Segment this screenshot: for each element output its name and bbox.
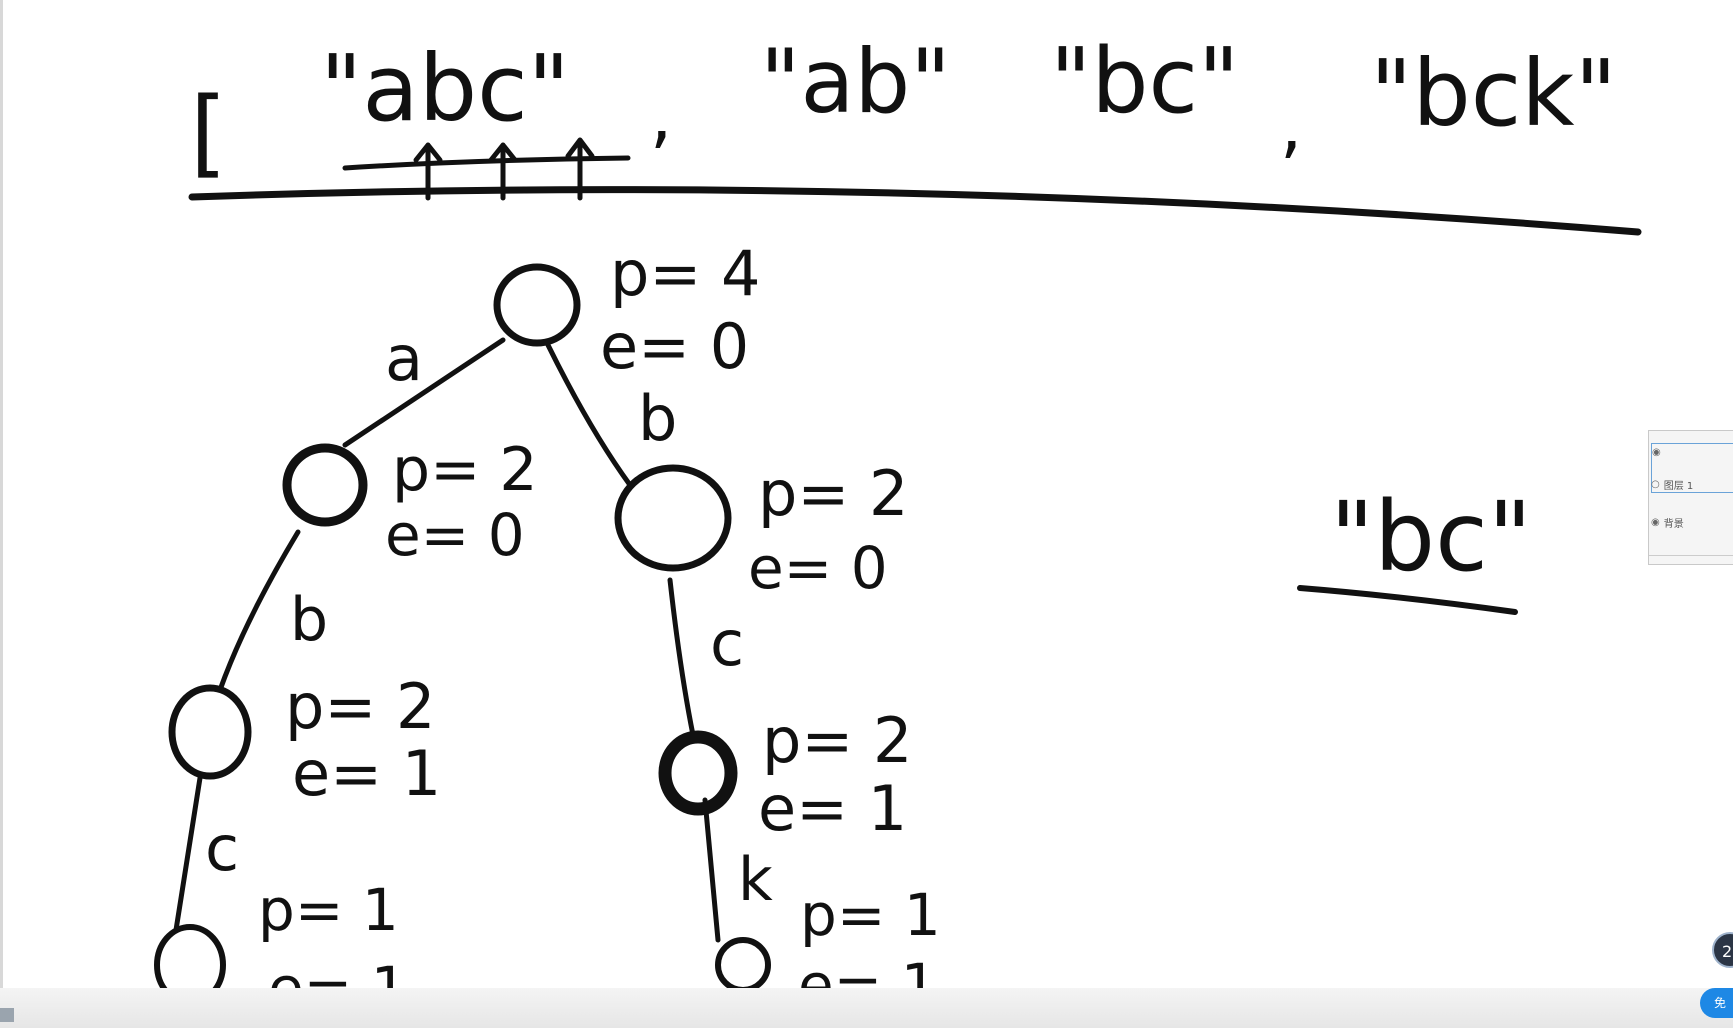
trie-edges (173, 337, 721, 943)
node-bc-p: p= 2 (762, 704, 912, 777)
eye-icon[interactable]: ◉ (1651, 516, 1660, 528)
node-b (614, 464, 732, 572)
layer-group-selected[interactable]: ◉ (1651, 443, 1733, 493)
panel-footer (1649, 555, 1733, 564)
word-bck: "bck" (1370, 40, 1617, 147)
node-a (282, 443, 368, 527)
node-bc-e: e= 1 (758, 772, 907, 845)
node-bc (658, 730, 738, 816)
node-abc-p: p= 1 (258, 876, 399, 944)
query-text: "bc" (1330, 481, 1532, 593)
edge-label-c-right: c (710, 607, 744, 680)
node-a-p: p= 2 (392, 435, 538, 505)
layer-name-1: 图层 1 (1663, 480, 1694, 492)
query-string: "bc" (1297, 481, 1532, 615)
node-root (493, 263, 581, 347)
corner-icon[interactable] (0, 1008, 14, 1022)
header-underline (188, 186, 1642, 236)
node-bck (715, 937, 771, 993)
bottom-toolbar (0, 988, 1733, 1028)
node-ab-p: p= 2 (285, 670, 435, 743)
edge-label-a: a (385, 322, 423, 395)
eye-icon[interactable]: ◉ (1652, 447, 1661, 458)
layer-row-1[interactable]: ○ 图层 1 (1651, 473, 1733, 495)
word-ab: "ab" (760, 30, 951, 133)
edge-label-b: b (290, 585, 328, 655)
word-list: [ "abc" , "ab" "bc" , "bck" (190, 29, 1617, 188)
comma-1: , (650, 75, 672, 157)
free-button[interactable]: 免 (1700, 988, 1733, 1018)
root-p: p= 4 (610, 237, 760, 310)
edge-label-k: k (738, 845, 773, 915)
edge-label-b-root: b (638, 382, 677, 455)
layer-name-background: 背景 (1663, 518, 1684, 530)
layers-panel: ◉ ○ 图层 1 ◉ 背景 (1648, 430, 1733, 565)
open-bracket: [ (190, 78, 227, 188)
node-ab (168, 684, 252, 780)
word-bc: "bc" (1050, 29, 1239, 134)
layer-row-background[interactable]: ◉ 背景 (1651, 511, 1733, 533)
canvas-left-edge (0, 0, 3, 1028)
comma-3: , (1280, 85, 1302, 167)
word-abc: "abc" (320, 35, 570, 142)
edge-labels: a b b c c k (205, 322, 773, 915)
node-bck-p: p= 1 (800, 881, 941, 949)
visibility-dot-icon[interactable]: ○ (1651, 478, 1660, 490)
query-underline (1297, 585, 1518, 615)
node-b-e: e= 0 (748, 534, 888, 602)
node-ab-e: e= 1 (292, 737, 441, 810)
node-b-p: p= 2 (758, 457, 908, 530)
node-annotations: p= 4 e= 0 p= 2 e= 0 p= 2 e= 0 p= 2 e= 1 … (258, 237, 941, 1022)
edge-label-c: c (205, 812, 239, 885)
root-e: e= 0 (600, 310, 749, 383)
node-a-e: e= 0 (385, 501, 525, 569)
